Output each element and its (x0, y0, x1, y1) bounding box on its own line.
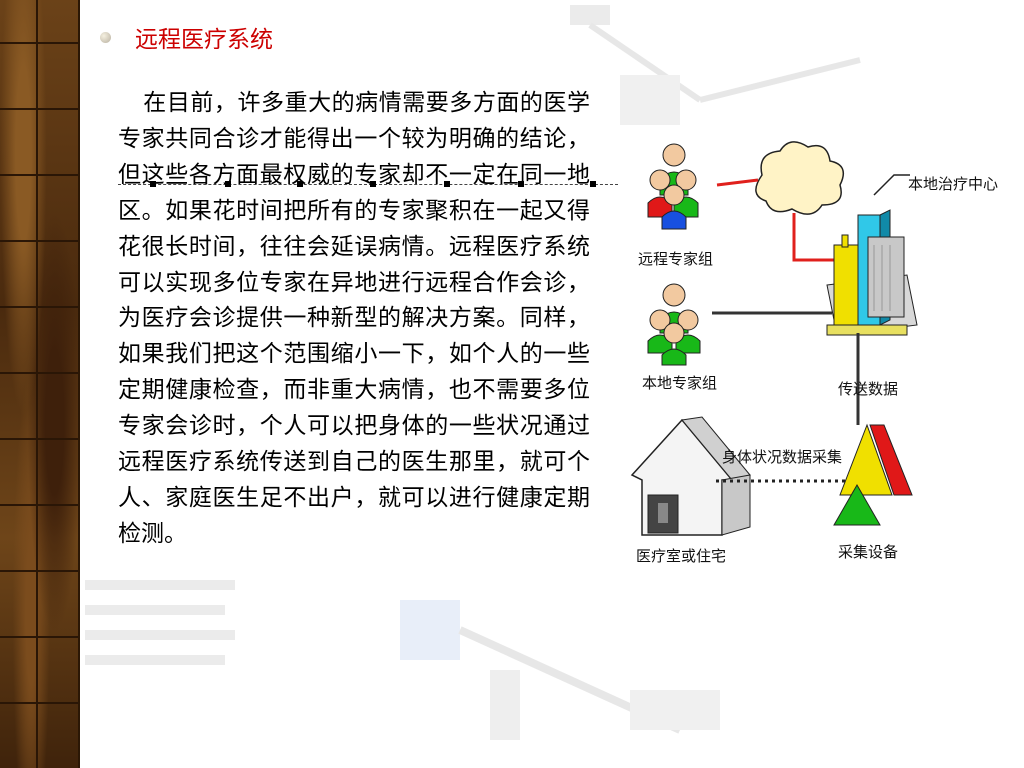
selection-handle (297, 181, 303, 187)
selection-handle (370, 181, 376, 187)
selection-handle (590, 181, 596, 187)
house-icon (630, 416, 751, 536)
remote-expert-group-icon (647, 143, 699, 230)
selection-handle (225, 181, 231, 187)
label-local-center: 本地治疗中心 (908, 175, 999, 193)
selection-handle (150, 181, 156, 187)
local-expert-group-icon (647, 283, 701, 366)
telemedicine-diagram (630, 141, 918, 536)
decorative-wood-strip (0, 0, 80, 768)
building-icon (826, 209, 918, 336)
label-transmit: 传送数据 (838, 380, 899, 398)
triangle-device-icon (833, 423, 913, 526)
bullet-icon (100, 32, 111, 43)
cloud-icon (755, 141, 845, 215)
section-heading: 远程医疗系统 (135, 27, 273, 53)
label-home: 医疗室或住宅 (636, 547, 727, 565)
selection-dashed-line (118, 184, 618, 185)
label-remote-group: 远程专家组 (638, 250, 714, 268)
body-paragraph: 在目前，许多重大的病情需要多方面的医学专家共同合诊才能得出一个较为明确的结论，但… (118, 90, 590, 547)
label-local-group: 本地专家组 (642, 374, 718, 392)
label-collection: 身体状况数据采集 (722, 448, 843, 466)
label-device: 采集设备 (838, 543, 899, 561)
selection-handle (518, 181, 524, 187)
background-watermark-top (570, 5, 861, 125)
selection-handle (444, 181, 450, 187)
